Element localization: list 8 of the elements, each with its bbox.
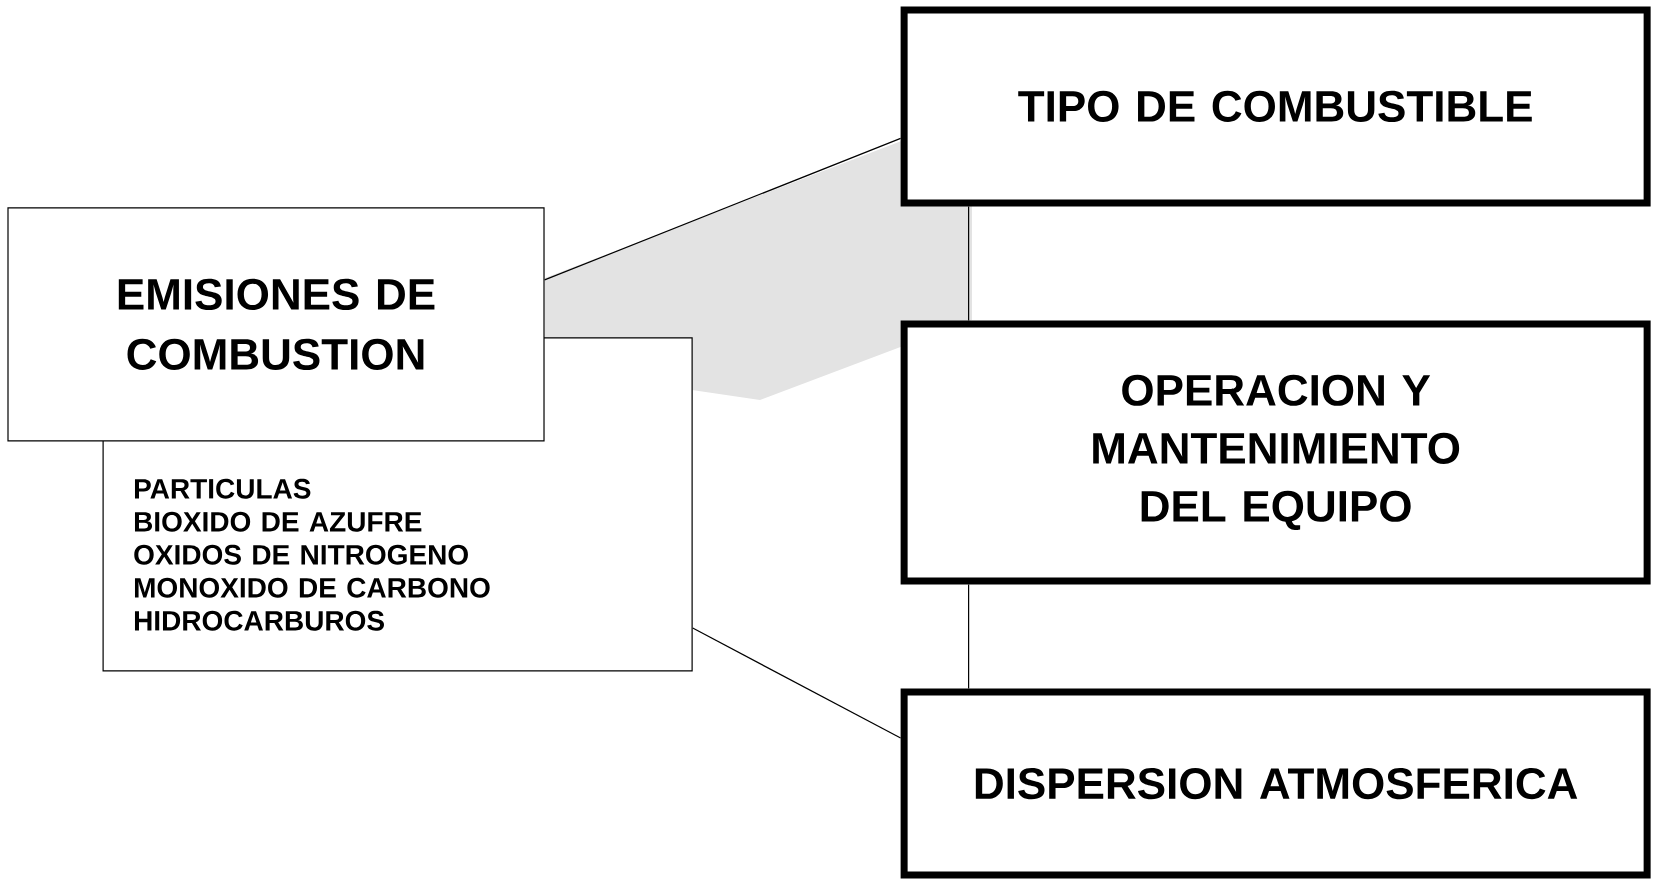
connector-line xyxy=(968,205,970,321)
connector-line xyxy=(968,583,970,690)
connector-line xyxy=(692,627,902,739)
connector-line xyxy=(544,137,902,281)
factor-box: TIPO DE COMBUSTIBLE xyxy=(900,6,1651,207)
title-box: EMISIONES DE COMBUSTION xyxy=(7,207,545,442)
factor-box: DISPERSION ATMOSFERICA xyxy=(900,688,1651,879)
factor-box: OPERACION Y MANTENIMIENTO DEL EQUIPO xyxy=(900,320,1651,585)
